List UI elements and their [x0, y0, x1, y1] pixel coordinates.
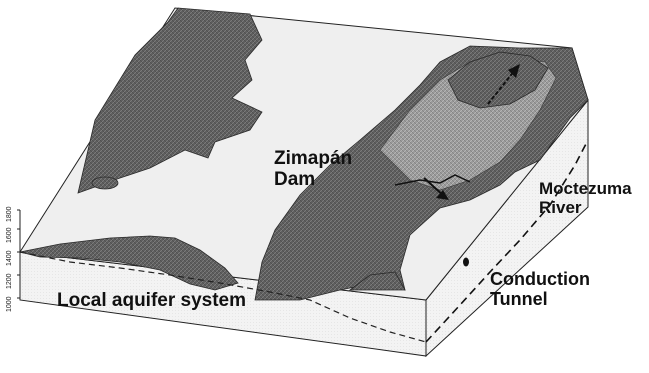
dam-label-line2: Dam: [274, 169, 352, 190]
elevation-tick-1200: 1200: [6, 273, 13, 289]
river-label-line2: River: [539, 198, 632, 217]
river-label-line1: Moctezuma: [539, 179, 632, 198]
tunnel-label-line2: Tunnel: [490, 289, 590, 309]
elevation-tick-1800: 1800: [6, 206, 13, 222]
tunnel-label: Conduction Tunnel: [490, 269, 590, 309]
island-mound: [92, 177, 118, 189]
river-label: Moctezuma River: [539, 179, 632, 217]
aquifer-label: Local aquifer system: [57, 290, 246, 311]
tunnel-marker: [463, 258, 469, 267]
dam-label: Zimapán Dam: [274, 148, 352, 191]
elevation-tick-1600: 1600: [6, 227, 13, 243]
elevation-tick-1000: 1000: [6, 296, 13, 312]
aquifer-label-text: Local aquifer system: [57, 290, 246, 311]
dam-label-line1: Zimapán: [274, 148, 352, 169]
tunnel-label-line1: Conduction: [490, 269, 590, 289]
elevation-tick-1400: 1400: [6, 250, 13, 266]
